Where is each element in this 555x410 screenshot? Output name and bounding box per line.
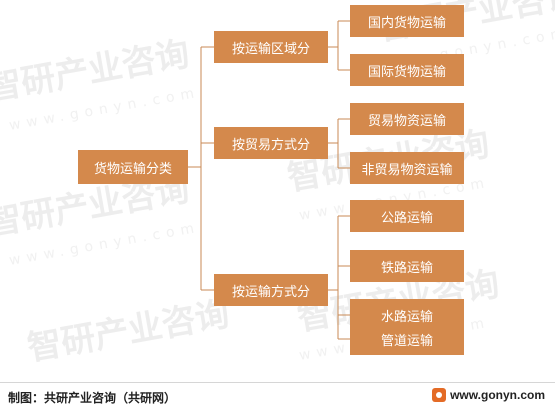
- group-node-region: 按运输区域分: [214, 31, 328, 63]
- leaf-node: 国际货物运输: [350, 54, 464, 86]
- leaf-node: 铁路运输: [350, 250, 464, 282]
- leaf-node: 国内货物运输: [350, 5, 464, 37]
- leaf-node: 公路运输: [350, 200, 464, 232]
- group-node-trade: 按贸易方式分: [214, 127, 328, 159]
- leaf-node: 非贸易物资运输: [350, 152, 464, 184]
- leaf-node: 管道运输: [350, 323, 464, 355]
- footer: 制图：共研产业咨询（共研网） www.gonyn.com: [0, 382, 555, 410]
- leaf-node: 贸易物资运输: [350, 103, 464, 135]
- footer-credit: 制图：共研产业咨询（共研网）: [8, 391, 177, 405]
- footer-url: www.gonyn.com: [450, 388, 545, 402]
- footer-brand: www.gonyn.com: [432, 388, 545, 402]
- root-node: 货物运输分类: [78, 150, 188, 184]
- gonyn-logo-icon: [432, 388, 447, 402]
- group-node-mode: 按运输方式分: [214, 274, 328, 306]
